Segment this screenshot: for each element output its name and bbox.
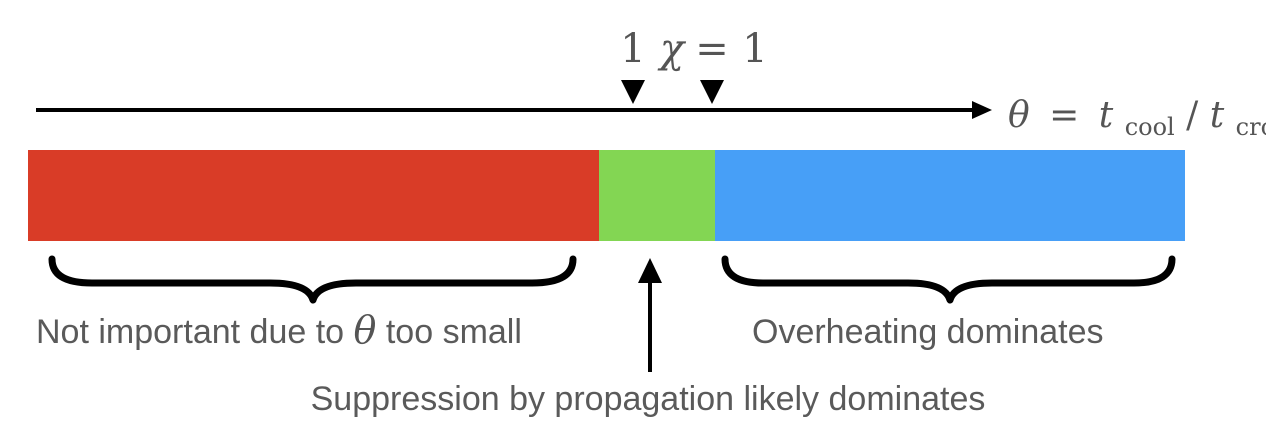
cool-subscript: cool <box>1125 113 1175 141</box>
red-segment <box>28 150 600 241</box>
blue-segment <box>715 150 1185 241</box>
right-regime-label: Overheating dominates <box>752 313 1104 351</box>
left-brace <box>48 255 577 304</box>
right-brace <box>721 255 1176 304</box>
marker-label-group: 1 χ = 1 <box>620 26 767 72</box>
marker-equals-sign: = <box>695 26 729 72</box>
t-cool-symbol: t <box>1099 95 1114 136</box>
left-label-post: too small <box>386 313 522 351</box>
marker-left-triangle <box>621 80 645 104</box>
left-regime-label: Not important due to θ too small <box>36 308 522 352</box>
axis-slash: / <box>1186 95 1199 136</box>
cross-subscript: cross <box>1236 113 1266 141</box>
t-cross-symbol: t <box>1210 95 1225 136</box>
theta-symbol: θ <box>1008 95 1030 136</box>
marker-chi-symbol: χ <box>657 26 687 72</box>
marker-right-value: 1 <box>742 26 767 72</box>
marker-right-triangle <box>700 80 724 104</box>
marker-left-label: 1 <box>620 26 645 72</box>
middle-regime-label: Suppression by propagation likely domina… <box>311 380 986 418</box>
theta-axis-label: θ = t cool / t cross <box>1008 95 1266 144</box>
left-label-theta: θ <box>354 308 377 352</box>
axis-equals: = <box>1049 95 1079 136</box>
green-segment <box>599 150 717 241</box>
theta-axis-arrowhead <box>972 101 992 119</box>
middle-arrow-head <box>638 258 662 283</box>
left-label-pre: Not important due to <box>36 313 344 351</box>
